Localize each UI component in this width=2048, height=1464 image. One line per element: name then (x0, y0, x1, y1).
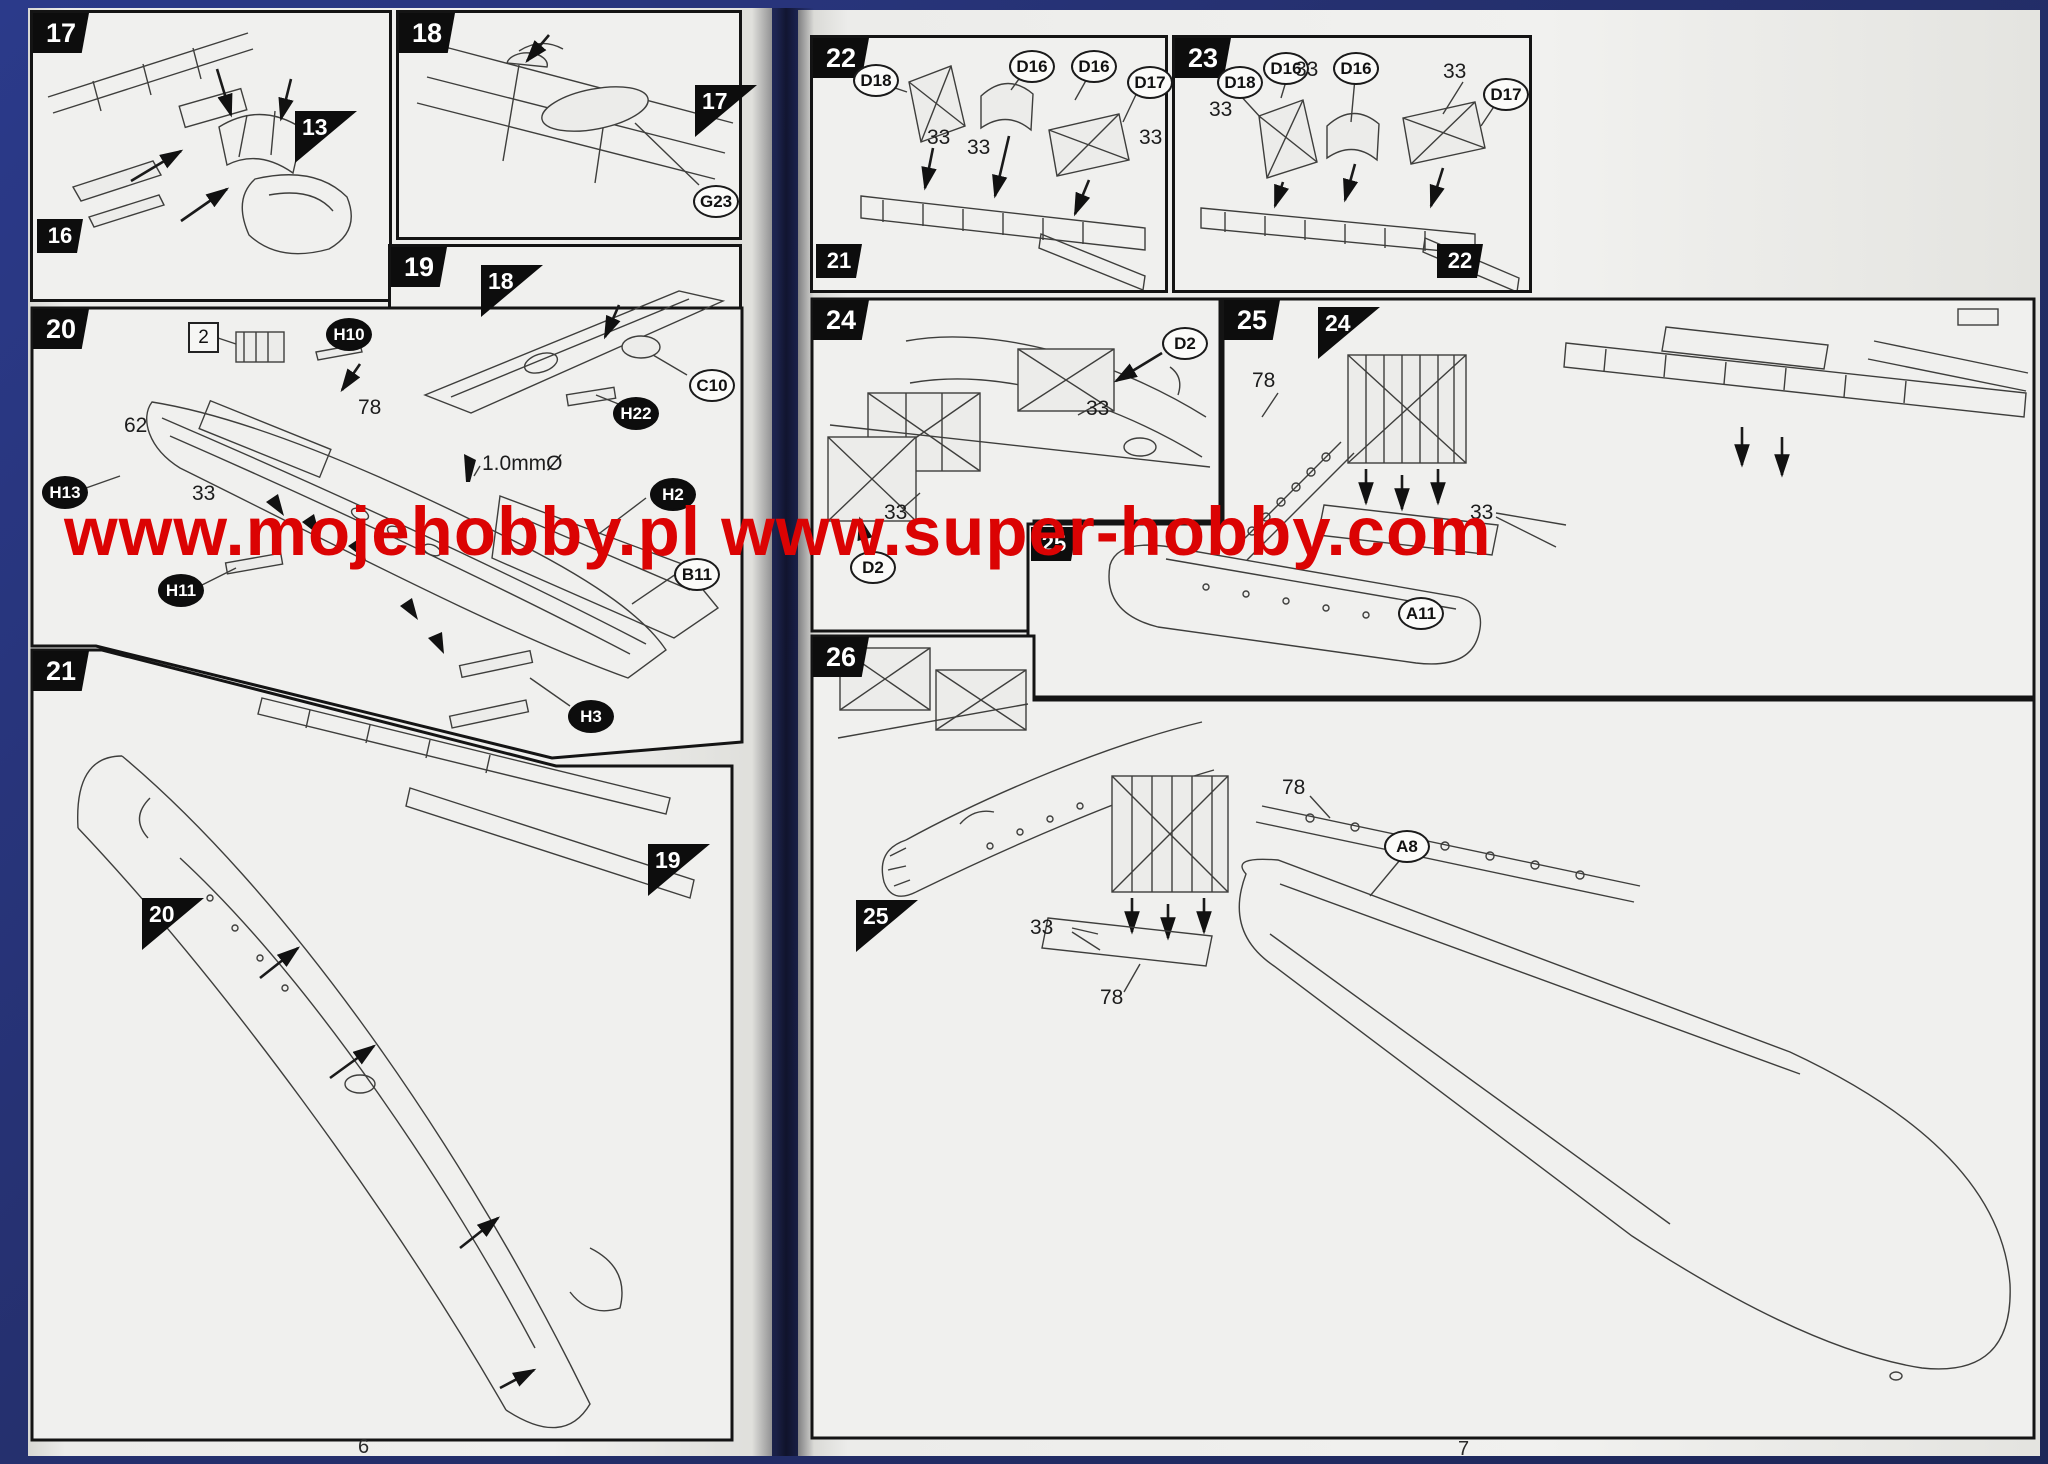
step-21-diagram (77, 697, 695, 1429)
callout-h13: H13 (42, 476, 88, 509)
label-33: 33 (1030, 916, 1054, 939)
callout-h11: H11 (158, 574, 204, 607)
callout-h22: H22 (613, 397, 659, 430)
step-22-diagram (860, 65, 1146, 290)
step-21-frame (30, 648, 734, 1442)
step-18-tab: 18 (399, 13, 455, 53)
label-33-c: 33 (1139, 126, 1163, 149)
callout-d17: D17 (1483, 78, 1529, 111)
step-19-tab: 19 (391, 247, 447, 287)
label-33-c: 33 (1443, 60, 1467, 83)
step-21-tab: 21 (33, 651, 89, 691)
callout-g23: G23 (693, 185, 740, 218)
ref-step-22-tab: 22 (1437, 244, 1483, 278)
callout-d2-b: D2 (850, 551, 896, 584)
label-78-b: 78 (1100, 986, 1124, 1009)
panel-step-18: 18 17 G23 (396, 10, 757, 240)
label-33: 33 (1470, 501, 1494, 524)
step-25-corner-tab: 25 (1031, 527, 1077, 561)
callout-b11: B11 (674, 558, 720, 591)
step-19-diagram (423, 290, 726, 414)
step-20-frame (30, 306, 744, 760)
callout-d2-a: D2 (1162, 327, 1208, 360)
label-33-b: 33 (967, 136, 991, 159)
callout-d17: D17 (1127, 66, 1173, 99)
callout-h10: H10 (326, 318, 372, 351)
step-20-tab: 20 (33, 309, 89, 349)
label-33-a: 33 (927, 126, 951, 149)
panel-step-21: 21 20 19 (30, 648, 734, 1442)
label-33: 33 (192, 482, 216, 505)
label-33-b: 33 (1295, 58, 1319, 81)
callout-d16-b: D16 (1071, 50, 1117, 83)
panel-step-23: 23 D18 33 D16 33 D16 33 D17 22 (1172, 35, 1532, 293)
watermark-text: www.mojehobby.pl www.super-hobby.com (64, 493, 1492, 570)
label-33-a: 33 (1209, 98, 1233, 121)
panel-step-26: 26 25 78 A8 33 78 (810, 634, 2036, 1440)
step-26-tab: 26 (813, 637, 869, 677)
step-17-diagram (47, 32, 352, 255)
callout-d16-a: D16 (1263, 52, 1309, 85)
callout-d18: D18 (1217, 66, 1263, 99)
ref-step-16-tab: 16 (37, 219, 83, 253)
page-number-left: 6 (358, 1436, 370, 1458)
label-62: 62 (124, 414, 148, 437)
drill-icon (464, 454, 481, 482)
page-number-right: 7 (1458, 1438, 1470, 1460)
callout-d18: D18 (853, 64, 899, 97)
label-drill-size: 1.0mmØ (482, 452, 563, 475)
step-18-diagram (416, 34, 734, 186)
panel-step-19: 19 18 C10 H22 (388, 244, 742, 442)
panel-step-20: 20 2 H10 62 H13 33 78 1.0mmØ H11 H2 B11 … (30, 306, 744, 762)
step-26-diagram (837, 647, 2011, 1381)
step-24-tab: 24 (813, 300, 869, 340)
callout-a11: A11 (1398, 597, 1444, 630)
label-78: 78 (1252, 369, 1276, 392)
ref-step-21-tab: 21 (816, 244, 862, 278)
callout-h3: H3 (568, 700, 614, 733)
label-ref-2: 2 (188, 322, 219, 353)
panel-step-22: 22 D18 D16 D16 D17 33 33 33 21 (810, 35, 1173, 293)
panel-step-25: 25 24 78 33 A11 25 (1026, 297, 2036, 699)
book-gutter (752, 8, 814, 1456)
step-17-tab: 17 (33, 13, 89, 53)
step-25-tab: 25 (1224, 300, 1280, 340)
callout-a8: A8 (1384, 830, 1430, 863)
callout-h2: H2 (650, 478, 696, 511)
step-24-diagram (827, 336, 1211, 552)
label-78-a: 78 (1282, 776, 1306, 799)
label-33-a: 33 (1086, 397, 1110, 420)
callout-c10: C10 (689, 369, 735, 402)
callout-d16-b: D16 (1333, 52, 1379, 85)
label-78: 78 (358, 396, 382, 419)
callout-d16-a: D16 (1009, 50, 1055, 83)
panel-step-24: 24 D2 33 D2 33 (810, 297, 1222, 633)
panel-step-17: 17 13 16 (30, 10, 392, 302)
label-33-b: 33 (884, 501, 908, 524)
step-25-diagram (1108, 308, 2029, 665)
step-20-diagram (85, 331, 720, 729)
